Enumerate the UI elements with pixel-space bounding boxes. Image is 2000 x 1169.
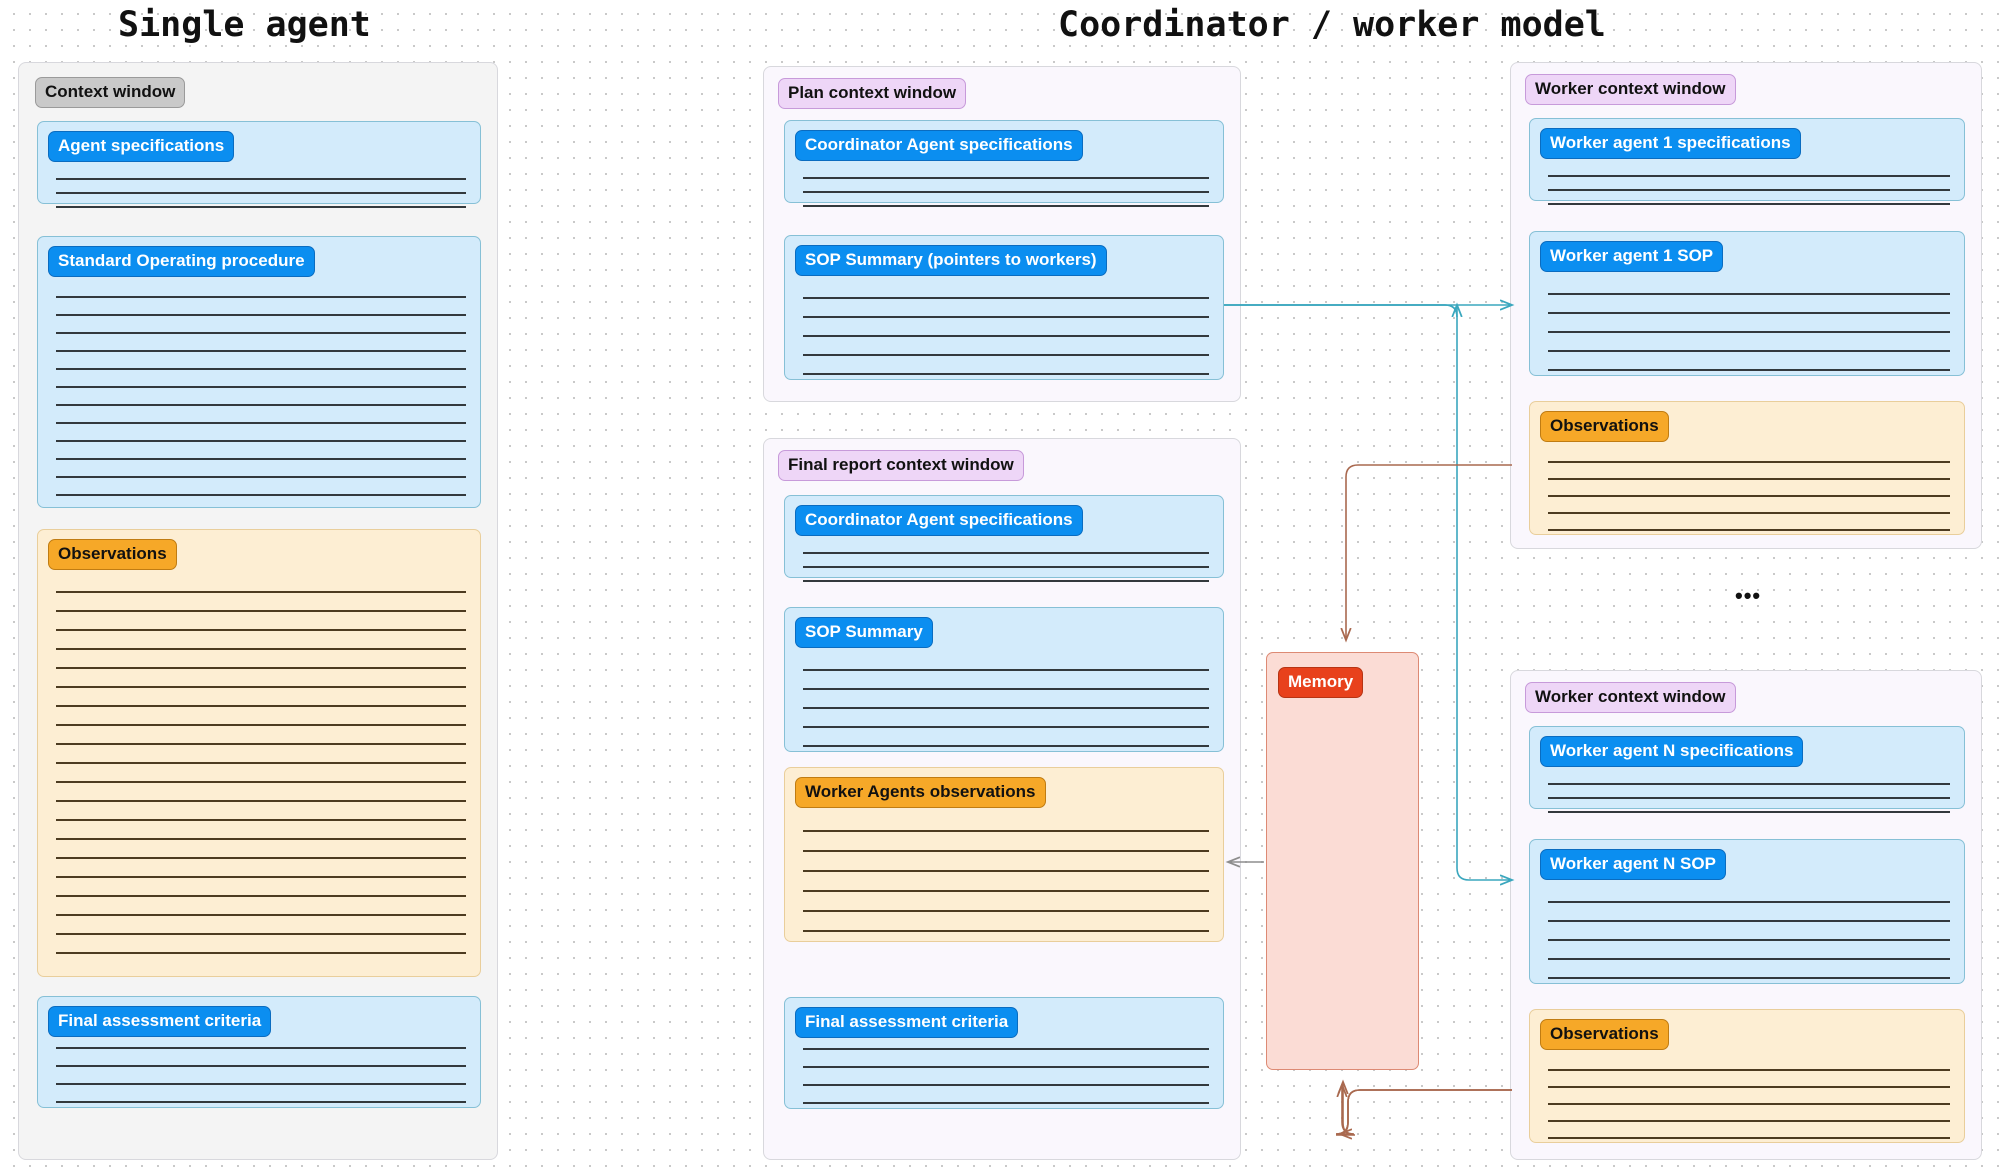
worker-agent-n-specifications-card: Worker agent N specifications: [1529, 726, 1965, 813]
worker-n-observations-card: Observations: [1529, 1009, 1965, 1143]
memory-card: Memory: [1266, 652, 1419, 1070]
final-assessment-criteria-card: Final assessment criteria: [37, 996, 481, 1108]
worker-1-context-window-panel: Worker context window Worker agent 1 spe…: [1510, 62, 1982, 549]
ruled-lines: [785, 540, 1223, 582]
sop-summary-label: SOP Summary: [795, 617, 933, 648]
worker-agent-1-specifications-card: Worker agent 1 specifications: [1529, 118, 1965, 205]
worker-agent-1-specifications-label: Worker agent 1 specifications: [1540, 128, 1801, 159]
worker-1-observations-card: Observations: [1529, 401, 1965, 535]
worker-agent-1-sop-card: Worker agent 1 SOP: [1529, 231, 1965, 376]
ruled-lines: [38, 166, 480, 208]
worker-agent-n-specifications-label: Worker agent N specifications: [1540, 736, 1804, 767]
ruled-lines: [785, 812, 1223, 932]
worker-agents-observations-label: Worker Agents observations: [795, 777, 1046, 808]
sop-summary-pointers-label: SOP Summary (pointers to workers): [795, 245, 1107, 276]
final-report-context-window-panel: Final report context window Coordinator …: [763, 438, 1241, 1160]
workers-ellipsis-separator: •••: [1735, 583, 1762, 608]
final-assessment-criteria-label: Final assessment criteria: [48, 1006, 272, 1037]
worker-n-observations-label: Observations: [1540, 1019, 1669, 1050]
ruled-lines: [785, 165, 1223, 207]
worker-1-observations-label: Observations: [1540, 411, 1669, 442]
coordinator-agent-specifications-card: Coordinator Agent specifications: [784, 120, 1224, 207]
context-window-label: Context window: [35, 77, 186, 108]
coordinator-agent-specifications-label: Coordinator Agent specifications: [795, 505, 1083, 536]
ruled-lines: [1530, 771, 1964, 813]
ruled-lines: [38, 1031, 480, 1103]
worker-n-context-window-panel: Worker context window Worker agent N spe…: [1510, 670, 1982, 1160]
ruled-lines: [785, 652, 1223, 747]
ruled-lines: [785, 1032, 1223, 1104]
worker-agents-observations-card: Worker Agents observations: [784, 767, 1224, 942]
final-report-context-window-label: Final report context window: [778, 450, 1024, 481]
standard-operating-procedure-card: Standard Operating procedure: [37, 236, 481, 508]
ruled-lines: [1530, 446, 1964, 531]
coordinator-agent-specifications-card: Coordinator Agent specifications: [784, 495, 1224, 582]
agent-specifications-card: Agent specifications: [37, 121, 481, 208]
final-assessment-criteria-label: Final assessment criteria: [795, 1007, 1019, 1038]
edge-worker-n-observations-to-memory: [1335, 1089, 1512, 1134]
plan-context-window-label: Plan context window: [778, 78, 967, 109]
page-title-single-agent: Single agent: [118, 5, 371, 45]
worker-agent-n-sop-card: Worker agent N SOP: [1529, 839, 1965, 984]
worker-agent-n-sop-label: Worker agent N SOP: [1540, 849, 1726, 880]
sop-summary-pointers-card: SOP Summary (pointers to workers): [784, 235, 1224, 380]
edge-plan-to-worker-1: [1224, 305, 1457, 318]
sop-summary-card: SOP Summary: [784, 607, 1224, 752]
ruled-lines: [1530, 163, 1964, 205]
edge-worker-1-observations-to-memory: [1346, 464, 1512, 640]
final-assessment-criteria-card: Final assessment criteria: [784, 997, 1224, 1109]
plan-context-window-panel: Plan context window Coordinator Agent sp…: [763, 66, 1241, 402]
observations-label: Observations: [48, 539, 177, 570]
observations-card: Observations: [37, 529, 481, 977]
context-window-panel: Context window Agent specifications Stan…: [18, 62, 498, 1160]
memory-label: Memory: [1278, 667, 1364, 698]
worker-agent-1-sop-label: Worker agent 1 SOP: [1540, 241, 1724, 272]
worker-n-context-window-label: Worker context window: [1525, 682, 1736, 713]
standard-operating-procedure-label: Standard Operating procedure: [48, 246, 315, 277]
ruled-lines: [1530, 1054, 1964, 1139]
agent-specifications-label: Agent specifications: [48, 131, 235, 162]
ruled-lines: [1530, 884, 1964, 979]
worker-1-context-window-label: Worker context window: [1525, 74, 1736, 105]
ruled-lines: [38, 280, 480, 496]
coordinator-agent-specifications-label: Coordinator Agent specifications: [795, 130, 1083, 161]
page-title-coordinator-worker: Coordinator / worker model: [1058, 5, 1606, 45]
ruled-lines: [1530, 276, 1964, 371]
ruled-lines: [38, 574, 480, 954]
ruled-lines: [785, 280, 1223, 375]
